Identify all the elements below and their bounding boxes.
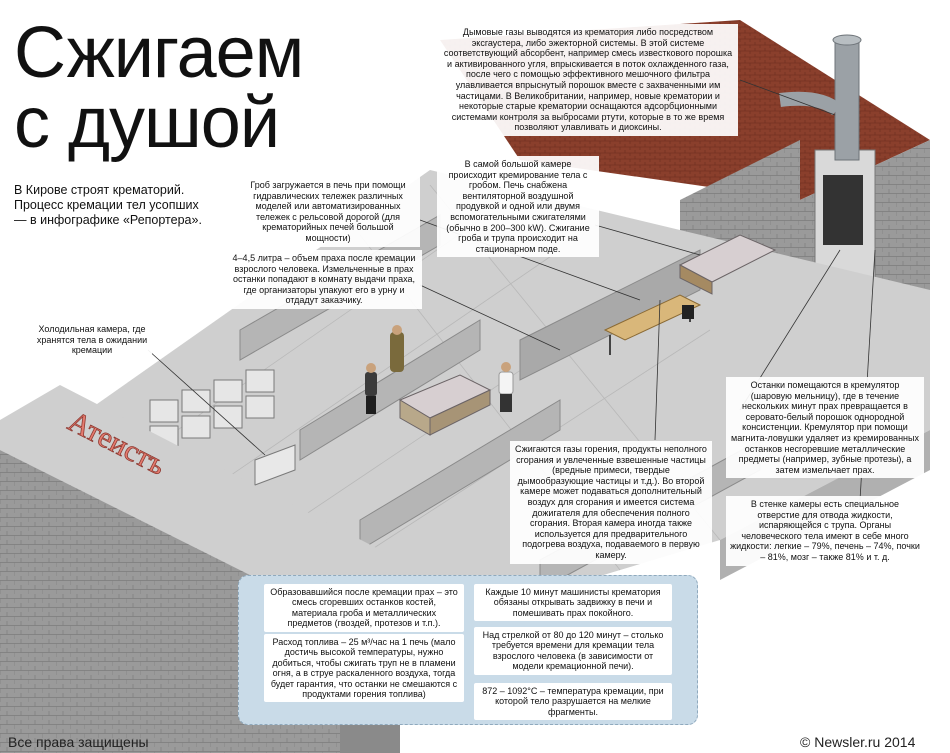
note-cold-storage: Холодильная камера, где хранятся тела в … xyxy=(32,321,152,359)
title-line1: Сжигаем xyxy=(14,13,304,93)
note-loading: Гроб загружается в печь при помощи гидра… xyxy=(236,177,420,247)
note-combustion: Сжигаются газы горения, продукты неполно… xyxy=(510,441,712,564)
note-gases: Дымовые газы выводятся из крематория либ… xyxy=(438,24,738,136)
people xyxy=(365,325,514,414)
fact-residue: Образовавшийся после кремации прах – это… xyxy=(264,584,464,632)
cold-storage-cells xyxy=(149,369,275,449)
title-line2: с душой xyxy=(14,83,280,163)
footer-copyright: © Newsler.ru 2014 xyxy=(800,734,916,750)
loading-cart xyxy=(603,294,702,341)
fact-valve: Каждые 10 минут машинисты крематория обя… xyxy=(474,584,672,622)
coffin-hall xyxy=(398,374,492,436)
chimney xyxy=(834,39,860,161)
note-ash: 4–4,5 литра – объем праха после кремации… xyxy=(226,250,422,309)
page-title: Сжигаем с душой xyxy=(14,17,304,159)
lead-text: В Кирове строят крематорий. Процесс крем… xyxy=(14,183,202,227)
note-chamber: В самой большой камере происходит кремир… xyxy=(437,156,599,258)
note-cremulator: Останки помещаются в кремулятор (шаровую… xyxy=(726,377,924,479)
fact-time: Над стрелкой от 80 до 120 минут – стольк… xyxy=(474,627,672,675)
fact-fuel: Расход топлива – 25 м³/час на 1 печь (ма… xyxy=(264,634,464,703)
note-liquid: В стенке камеры есть специальное отверст… xyxy=(726,496,924,566)
facts-panel: Образовавшийся после кремации прах – это… xyxy=(238,575,698,725)
fact-temperature: 872 – 1092°С – температура кремации, при… xyxy=(474,683,672,721)
footer-rights: Все права защищены xyxy=(8,734,149,750)
coffin-furnace xyxy=(678,234,777,295)
front-wall-top xyxy=(0,385,400,620)
